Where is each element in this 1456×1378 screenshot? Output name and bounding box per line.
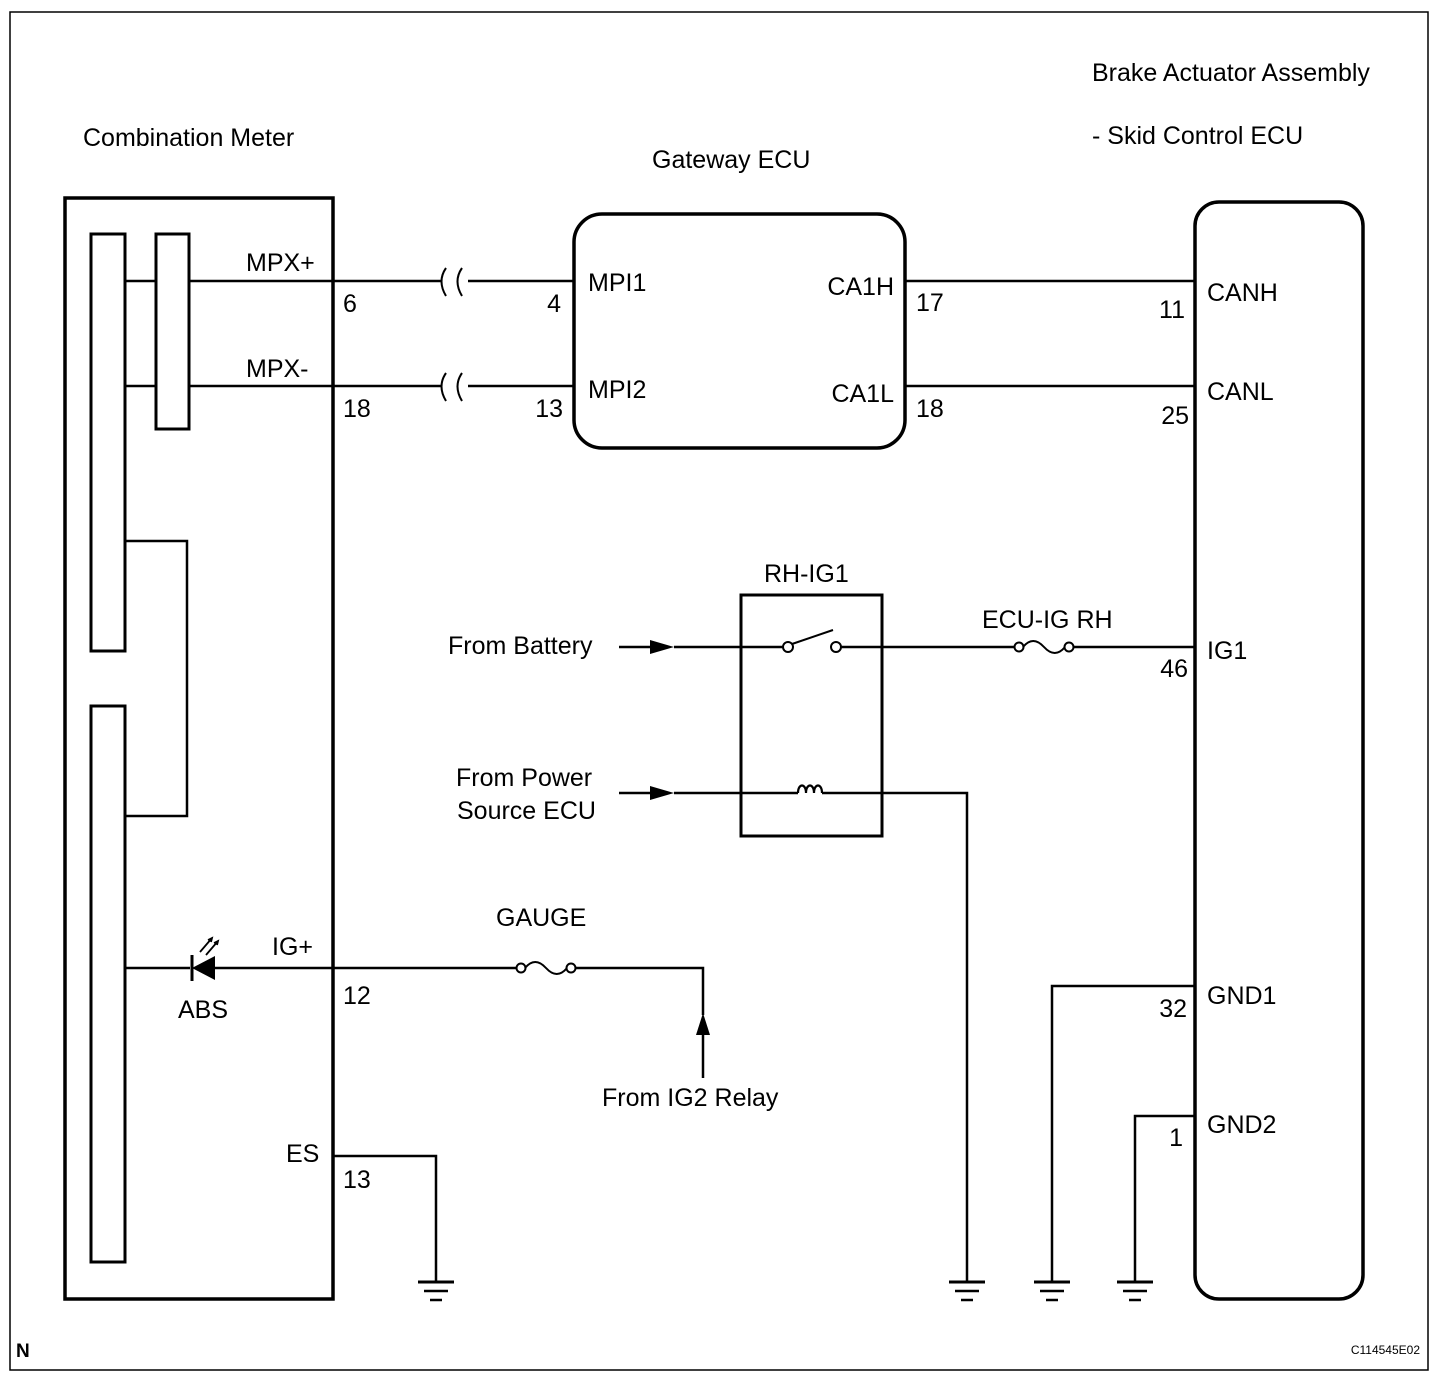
ground-icon bbox=[949, 1280, 985, 1302]
skid-control-ecu-title: - Skid Control ECU bbox=[1092, 122, 1303, 150]
brake-actuator-title: Brake Actuator Assembly bbox=[1092, 59, 1370, 87]
pin-number: 1 bbox=[1169, 1124, 1183, 1152]
terminal-gnd1: GND1 bbox=[1207, 982, 1276, 1010]
terminal-mpi1: MPI1 bbox=[588, 269, 646, 297]
pin-number: 32 bbox=[1159, 995, 1187, 1023]
meter-internal-block-upper bbox=[89, 232, 127, 653]
pin-number: 11 bbox=[1159, 296, 1185, 324]
skid-control-ecu-box bbox=[1193, 200, 1365, 1301]
figure-code: C114545E02 bbox=[1351, 1343, 1420, 1357]
terminal-ca1h: CA1H bbox=[827, 273, 894, 301]
light-emission-icon bbox=[199, 936, 220, 956]
wire-break-icon bbox=[456, 267, 463, 297]
wire-break-icon bbox=[440, 267, 447, 297]
meter-interface-block bbox=[154, 232, 191, 431]
pin-number: 17 bbox=[916, 289, 944, 317]
fuse-gauge-label: GAUGE bbox=[496, 904, 586, 932]
abs-lamp-label: ABS bbox=[178, 996, 228, 1024]
arrow-right-icon bbox=[650, 640, 674, 654]
combination-meter-box bbox=[63, 196, 335, 1301]
fuse-icon bbox=[524, 961, 568, 975]
terminal-es: ES bbox=[286, 1140, 319, 1168]
arrow-right-icon bbox=[650, 786, 674, 800]
pin-number: 13 bbox=[535, 395, 563, 423]
switch-icon bbox=[791, 629, 834, 645]
relay-box bbox=[739, 593, 884, 838]
arrow-up-icon bbox=[696, 1013, 710, 1035]
switch-icon bbox=[830, 641, 842, 653]
terminal-ig-plus: IG+ bbox=[272, 933, 313, 961]
pin-number: 4 bbox=[547, 290, 561, 318]
meter-internal-link bbox=[125, 539, 189, 818]
from-ig2-relay-label: From IG2 Relay bbox=[602, 1084, 779, 1112]
terminal-canh: CANH bbox=[1207, 279, 1278, 307]
meter-internal-block-lower bbox=[89, 704, 127, 1264]
terminal-mpx-minus: MPX- bbox=[246, 355, 309, 383]
from-power-source-label: From Power bbox=[456, 764, 592, 792]
can-bus-wires bbox=[905, 279, 1195, 388]
gateway-ecu-box bbox=[572, 212, 907, 450]
pin-number: 6 bbox=[343, 290, 357, 318]
switch-icon bbox=[782, 641, 794, 653]
terminal-mpi2: MPI2 bbox=[588, 376, 646, 404]
relay-rh-ig1: RH-IG1 From Battery ECU-IG RH From Power… bbox=[448, 560, 1195, 1302]
pin-number: 18 bbox=[916, 395, 944, 423]
abs-lamp-icon bbox=[192, 956, 215, 980]
fuse-ecu-ig-rh-label: ECU-IG RH bbox=[982, 606, 1113, 634]
relay-label: RH-IG1 bbox=[764, 560, 849, 588]
pin-number: 18 bbox=[343, 395, 371, 423]
fuse-icon bbox=[1013, 641, 1025, 653]
wire-break-icon bbox=[440, 372, 447, 402]
skid-ecu-ground-wires bbox=[1034, 984, 1195, 1302]
ground-icon bbox=[418, 1280, 454, 1302]
ground-icon bbox=[1117, 1280, 1153, 1302]
gauge-fuse-circuit: GAUGE From IG2 Relay bbox=[333, 904, 779, 1112]
footer-mark: N bbox=[16, 1341, 30, 1362]
gateway-ecu: Gateway ECU MPI1 MPI2 CA1H CA1L 4 13 17 … bbox=[535, 146, 944, 450]
terminal-ca1l: CA1L bbox=[831, 380, 894, 408]
wire-break-icon bbox=[456, 372, 463, 402]
es-ground-wire bbox=[333, 1154, 454, 1302]
diagram-frame bbox=[9, 11, 1429, 1371]
mpx-bus-wires bbox=[189, 267, 574, 402]
pin-number: 12 bbox=[343, 982, 371, 1010]
fuse-icon bbox=[1022, 640, 1066, 654]
fuse-icon bbox=[515, 962, 527, 974]
pin-number: 13 bbox=[343, 1166, 371, 1194]
gateway-ecu-title: Gateway ECU bbox=[652, 146, 810, 174]
fuse-icon bbox=[565, 962, 577, 974]
skid-control-ecu: Brake Actuator Assembly - Skid Control E… bbox=[1092, 59, 1370, 1301]
terminal-mpx-plus: MPX+ bbox=[246, 249, 315, 277]
terminal-canl: CANL bbox=[1207, 378, 1274, 406]
terminal-ig1: IG1 bbox=[1207, 637, 1247, 665]
pin-number: 46 bbox=[1160, 655, 1188, 683]
fuse-icon bbox=[1063, 641, 1075, 653]
pin-number: 25 bbox=[1161, 402, 1189, 430]
ground-icon bbox=[1034, 1280, 1070, 1302]
terminal-gnd2: GND2 bbox=[1207, 1111, 1276, 1139]
relay-coil-icon bbox=[796, 784, 824, 794]
from-battery-label: From Battery bbox=[448, 632, 593, 660]
from-power-source-label: Source ECU bbox=[457, 797, 596, 825]
combination-meter-title: Combination Meter bbox=[83, 124, 294, 152]
combination-meter: Combination Meter ABS MPX+ MPX- IG+ ES 6… bbox=[63, 124, 371, 1301]
